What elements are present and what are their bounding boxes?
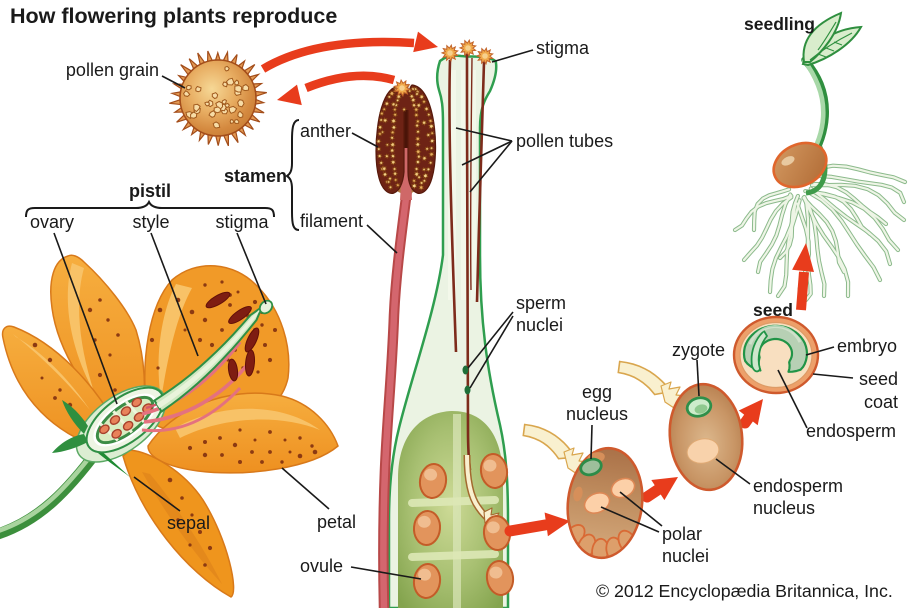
svg-text:endosperm: endosperm xyxy=(806,421,896,441)
svg-text:nucleus: nucleus xyxy=(753,498,815,518)
svg-text:style: style xyxy=(132,212,169,232)
svg-text:stigma: stigma xyxy=(215,212,269,232)
svg-text:anther: anther xyxy=(300,121,351,141)
svg-text:stigma: stigma xyxy=(536,38,590,58)
svg-text:nuclei: nuclei xyxy=(516,315,563,335)
svg-text:egg: egg xyxy=(582,382,612,402)
svg-text:sperm: sperm xyxy=(516,293,566,313)
svg-text:pollen grain: pollen grain xyxy=(66,60,159,80)
svg-text:endosperm: endosperm xyxy=(753,476,843,496)
svg-text:coat: coat xyxy=(864,392,898,412)
svg-text:polar: polar xyxy=(662,524,702,544)
svg-text:pollen tubes: pollen tubes xyxy=(516,131,613,151)
svg-text:zygote: zygote xyxy=(672,340,725,360)
svg-text:seed: seed xyxy=(753,300,793,320)
svg-text:seed: seed xyxy=(859,369,898,389)
svg-text:How flowering plants reproduce: How flowering plants reproduce xyxy=(10,4,337,28)
svg-text:embryo: embryo xyxy=(837,336,897,356)
svg-text:pistil: pistil xyxy=(129,181,171,201)
svg-text:nuclei: nuclei xyxy=(662,546,709,566)
svg-text:filament: filament xyxy=(300,211,363,231)
svg-text:ovule: ovule xyxy=(300,556,343,576)
svg-text:stamen: stamen xyxy=(224,166,287,186)
svg-text:nucleus: nucleus xyxy=(566,404,628,424)
svg-text:seedling: seedling xyxy=(744,14,815,34)
svg-text:sepal: sepal xyxy=(167,513,210,533)
svg-text:© 2012 Encyclopædia Britannica: © 2012 Encyclopædia Britannica, Inc. xyxy=(596,581,893,601)
svg-text:petal: petal xyxy=(317,512,356,532)
svg-text:ovary: ovary xyxy=(30,212,74,232)
